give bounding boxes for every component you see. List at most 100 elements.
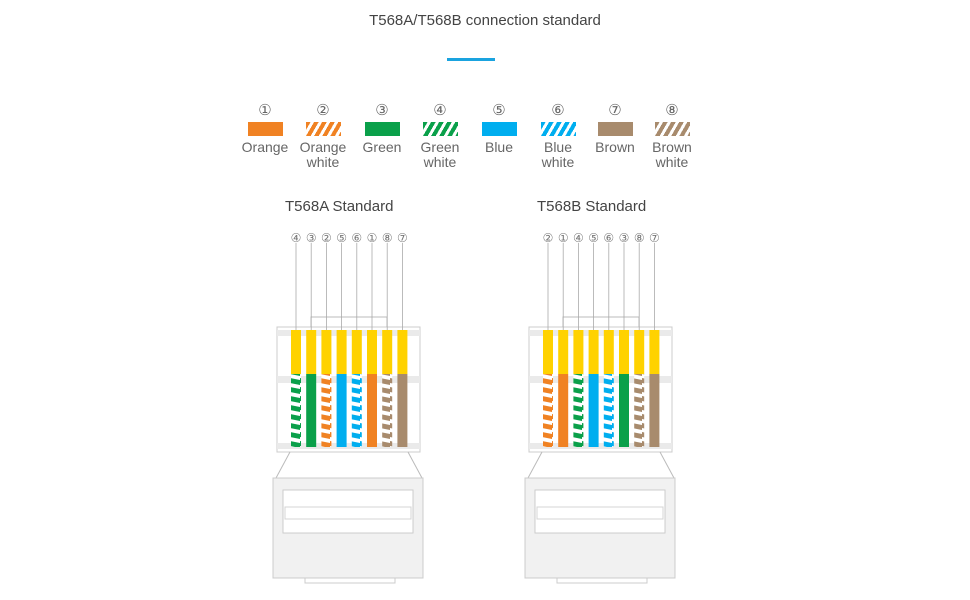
wire-green <box>306 374 317 447</box>
legend-number: ② <box>316 102 330 119</box>
legend-number: ④ <box>433 102 447 119</box>
color-swatch <box>422 122 458 136</box>
pin-number-label: ④ <box>573 231 584 245</box>
color-swatch <box>364 122 400 136</box>
pin-number-label: ① <box>367 231 378 245</box>
pin-number-label: ③ <box>619 231 630 245</box>
wire-contact-gold <box>321 330 332 374</box>
color-swatch <box>305 122 341 136</box>
pin-number-label: ⑦ <box>649 231 660 245</box>
page-title: T568A/T568B connection standard <box>369 12 601 29</box>
taper-line <box>527 451 543 479</box>
legend-number: ① <box>258 102 272 119</box>
color-swatch <box>540 122 576 136</box>
wire-orange-white <box>321 374 332 447</box>
wire-blue-white <box>603 374 614 447</box>
legend-number: ⑥ <box>551 102 565 119</box>
legend-item-1: ① Orange <box>235 102 295 155</box>
body-band <box>277 376 420 383</box>
wire-brown-white <box>382 374 393 447</box>
pin-number-label: ⑤ <box>588 231 599 245</box>
bracket-line <box>310 316 388 327</box>
legend-label: Orange <box>241 139 289 155</box>
wire-brown <box>649 374 660 447</box>
body-band <box>277 330 420 336</box>
legend-item-3: ③ Green <box>352 102 412 155</box>
legend-number: ③ <box>375 102 389 119</box>
wire-contact-gold <box>603 330 614 374</box>
pin-number-label: ⑥ <box>351 231 362 245</box>
legend-item-7: ⑦ Brown <box>585 102 645 155</box>
pin-number-label: ② <box>321 231 332 245</box>
wire-contact-gold <box>291 330 301 374</box>
boot-slot <box>284 506 412 520</box>
wire-contact-gold <box>558 330 569 374</box>
body-band <box>277 443 420 449</box>
wire-orange <box>558 374 569 447</box>
legend-label: Green <box>362 139 402 155</box>
pin-number-label: ⑦ <box>397 231 408 245</box>
taper-line <box>407 451 423 479</box>
bracket-line <box>562 316 640 327</box>
wire-contact-gold <box>573 330 584 374</box>
wire-contact-gold <box>588 330 599 374</box>
legend-item-5: ⑤ Blue <box>469 102 529 155</box>
wire-green-white <box>573 374 584 447</box>
title-underline <box>447 58 495 61</box>
body-band <box>529 443 672 449</box>
body-band <box>529 376 672 383</box>
boot-tab <box>304 577 396 584</box>
t568a-title: T568A Standard <box>285 198 394 215</box>
wire-contact-gold <box>397 330 408 374</box>
legend-number: ⑤ <box>492 102 506 119</box>
wire-green-white <box>291 374 301 447</box>
wire-brown-white <box>634 374 645 447</box>
pin-number-label: ① <box>558 231 569 245</box>
wire-contact-gold <box>634 330 645 374</box>
taper-line <box>275 451 291 479</box>
wire-green <box>619 374 629 447</box>
wire-contact-gold <box>619 330 629 374</box>
wire-blue <box>588 374 599 447</box>
taper-line <box>659 451 675 479</box>
legend-label: Brown <box>595 139 635 155</box>
wire-contact-gold <box>306 330 317 374</box>
wire-orange-white <box>543 374 553 447</box>
body-band <box>529 330 672 336</box>
wire-contact-gold <box>543 330 553 374</box>
wire-contact-gold <box>649 330 660 374</box>
pin-number-label: ⑤ <box>336 231 347 245</box>
wire-contact-gold <box>382 330 393 374</box>
wire-contact-gold <box>367 330 377 374</box>
pin-number-label: ④ <box>291 231 302 245</box>
wire-contact-gold <box>351 330 362 374</box>
pin-number-label: ③ <box>306 231 317 245</box>
wire-blue-white <box>351 374 362 447</box>
color-swatch <box>247 122 283 136</box>
pin-number-label: ② <box>543 231 554 245</box>
color-swatch <box>481 122 517 136</box>
pin-number-label: ⑧ <box>382 231 393 245</box>
legend-number: ⑦ <box>608 102 622 119</box>
wire-contact-gold <box>336 330 347 374</box>
boot-tab <box>556 577 648 584</box>
wire-orange <box>367 374 377 447</box>
legend-label: Blue <box>484 139 514 155</box>
color-swatch <box>597 122 633 136</box>
wire-blue <box>336 374 347 447</box>
color-swatch <box>654 122 690 136</box>
pin-number-label: ⑥ <box>603 231 614 245</box>
wire-brown <box>397 374 408 447</box>
boot-slot <box>536 506 664 520</box>
legend-number: ⑧ <box>665 102 679 119</box>
